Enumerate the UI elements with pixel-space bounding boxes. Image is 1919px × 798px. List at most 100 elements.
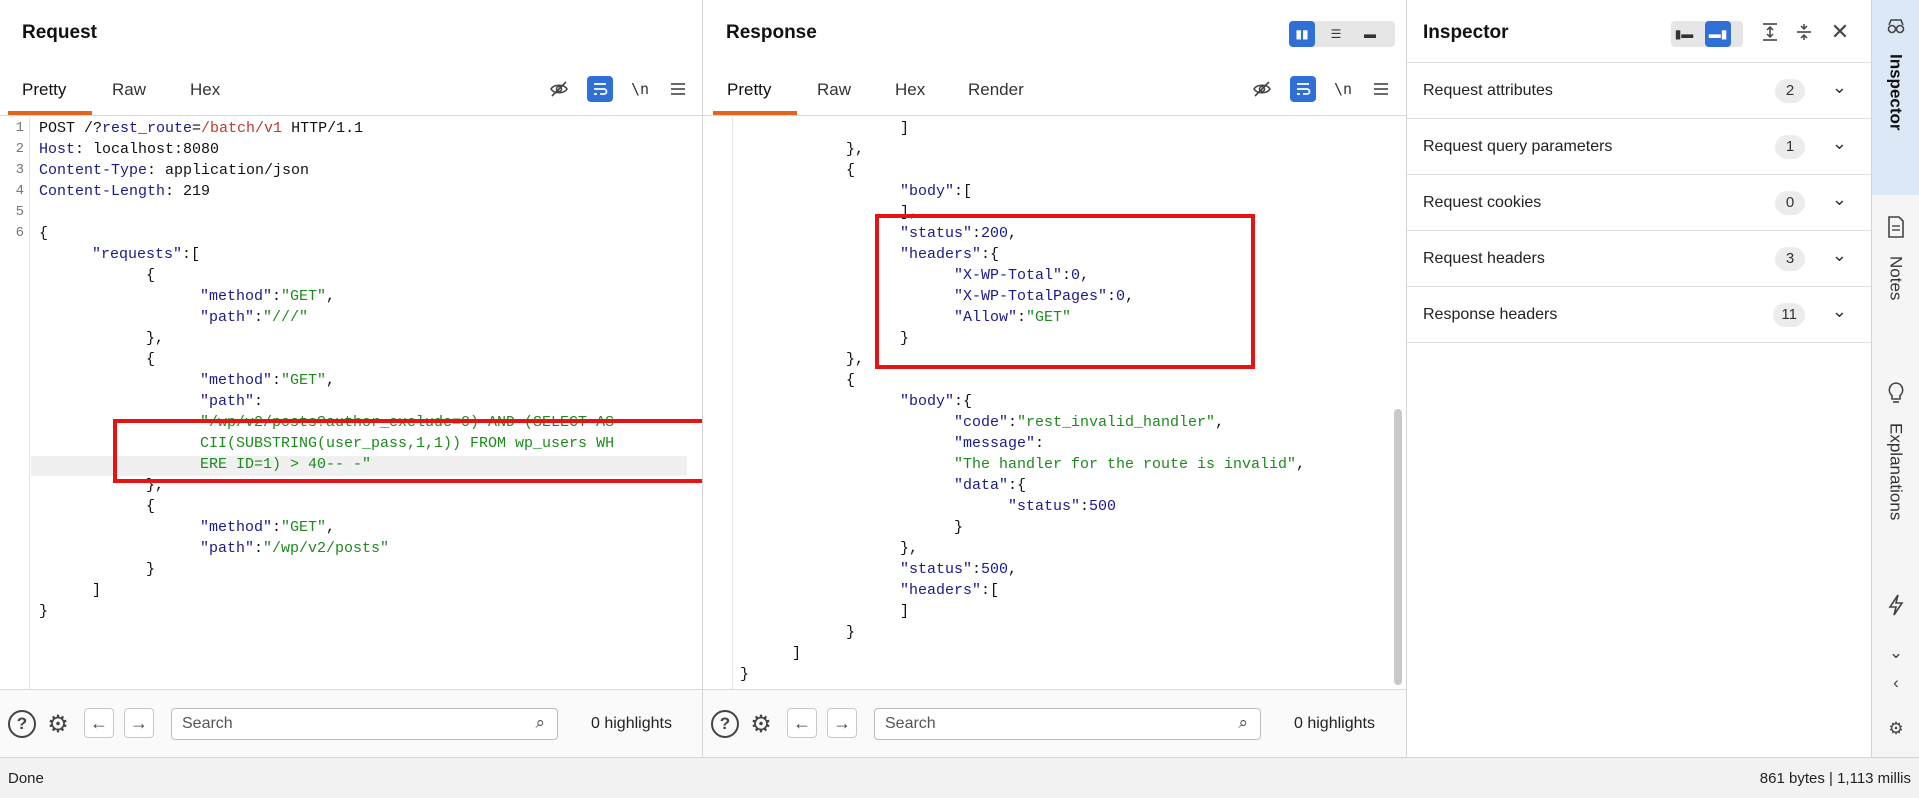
gear-icon[interactable]: ⚙: [750, 710, 772, 738]
inspector-glasses-icon: [1886, 16, 1906, 42]
json-close-brace: }: [39, 603, 49, 620]
help-icon[interactable]: ?: [8, 710, 36, 738]
request-search-input[interactable]: [182, 715, 490, 733]
inspector-row-label: Request headers: [1423, 250, 1545, 267]
search-icon: ⌕: [1238, 713, 1248, 732]
body-line: "body":[: [900, 183, 973, 200]
line-number: 1: [15, 120, 24, 136]
search-icon: ⌕: [535, 713, 545, 732]
request-line-gutter: 1 2 3 4 5 6: [0, 117, 30, 689]
notes-document-icon: [1887, 216, 1905, 244]
response-tab-hex[interactable]: Hex: [895, 80, 926, 99]
request-tab-raw[interactable]: Raw: [112, 80, 147, 99]
chevron-left-icon[interactable]: ‹: [1893, 673, 1899, 692]
chevron-down-icon[interactable]: ⌄: [1831, 133, 1847, 153]
tabs-layout-icon[interactable]: ▬: [1364, 27, 1376, 41]
hide-nonprintable-icon[interactable]: [1249, 76, 1275, 102]
request-editor[interactable]: 1 2 3 4 5 6 POST /?rest_route=/batch/v1 …: [0, 117, 702, 689]
chevron-down-icon[interactable]: ⌄: [1831, 77, 1847, 97]
menu-icon[interactable]: [665, 76, 691, 102]
method-line: "method":"GET",: [200, 372, 336, 389]
request-tab-pretty[interactable]: Pretty: [22, 80, 67, 99]
previous-arrow-icon[interactable]: ←: [84, 708, 114, 738]
inspector-layout-left-icon[interactable]: ▮▬: [1674, 27, 1694, 41]
split-horizontal-layout-icon[interactable]: ▮▮: [1289, 21, 1315, 47]
show-newlines-toggle[interactable]: \n: [630, 80, 650, 98]
response-search-input[interactable]: [885, 715, 1193, 733]
next-arrow-icon[interactable]: →: [827, 708, 857, 738]
response-tab-raw[interactable]: Raw: [817, 80, 852, 99]
chevron-down-icon[interactable]: ⌄: [1831, 189, 1847, 209]
requests-key: "requests":[: [92, 246, 201, 263]
response-scrollbar[interactable]: [1394, 409, 1402, 685]
lightning-icon[interactable]: [1883, 592, 1909, 618]
response-editor[interactable]: ] }, { "body":[ ], "status":200, "header…: [703, 117, 1406, 689]
path-line: "path":: [200, 393, 264, 410]
inspector-row-request-cookies[interactable]: Request cookies 0 ⌄: [1407, 175, 1871, 231]
sqli-payload-line: "/wp/v2/posts?author_exclude=0) AND (SEL…: [200, 414, 615, 431]
inspector-layout-right-icon[interactable]: ▬▮: [1705, 21, 1731, 47]
inspector-row-request-headers[interactable]: Request headers 3 ⌄: [1407, 231, 1871, 287]
inspector-row-label: Request query parameters: [1423, 138, 1613, 155]
inspector-layout-toggle: ▮▬ ▬▮: [1671, 21, 1743, 47]
line-number: 5: [15, 204, 24, 220]
side-tab-inspector[interactable]: Inspector: [1872, 0, 1919, 195]
menu-icon[interactable]: [1368, 76, 1394, 102]
json-brace: {: [846, 372, 856, 389]
annotation-highlight-box: [113, 419, 702, 483]
response-tab-render[interactable]: Render: [968, 80, 1024, 99]
inspector-row-request-attributes[interactable]: Request attributes 2 ⌄: [1407, 63, 1871, 119]
path-line: "path":"/wp/v2/posts": [200, 540, 390, 557]
inspector-row-request-query-parameters[interactable]: Request query parameters 1 ⌄: [1407, 119, 1871, 175]
inspector-row-response-headers[interactable]: Response headers 11 ⌄: [1407, 287, 1871, 343]
headers-line: "headers":[: [900, 582, 1000, 599]
response-active-tab-indicator: [713, 111, 797, 115]
request-tab-hex[interactable]: Hex: [190, 80, 221, 99]
request-search-bar: ? ⚙ ← → ⌕ 0 highlights: [0, 689, 702, 757]
inspector-list: Request attributes 2 ⌄ Request query par…: [1407, 62, 1871, 343]
request-search-field[interactable]: ⌕: [171, 708, 558, 740]
header-x-wp-totalpages: "X-WP-TotalPages":0,: [954, 288, 1135, 305]
json-bracket: ]: [900, 120, 910, 137]
word-wrap-icon[interactable]: [587, 76, 613, 102]
count-badge: 1: [1775, 135, 1805, 159]
json-bracket: ]: [92, 582, 102, 599]
gear-icon[interactable]: ⚙: [47, 710, 69, 738]
chevron-down-icon[interactable]: ⌄: [1831, 301, 1847, 321]
expand-all-icon[interactable]: [1757, 19, 1783, 45]
chevron-down-icon[interactable]: ⌄: [1831, 245, 1847, 265]
status-text: Done: [8, 770, 44, 787]
annotation-highlight-box: [875, 214, 1255, 369]
json-bracket: ]: [792, 645, 802, 662]
next-arrow-icon[interactable]: →: [124, 708, 154, 738]
word-wrap-icon[interactable]: [1290, 76, 1316, 102]
response-tab-pretty[interactable]: Pretty: [727, 80, 772, 99]
chevron-down-icon[interactable]: ⌄: [1888, 643, 1904, 662]
response-search-field[interactable]: ⌕: [874, 708, 1261, 740]
split-vertical-layout-icon[interactable]: ☰: [1330, 27, 1342, 41]
response-search-bar: ? ⚙ ← → ⌕ 0 highlights: [703, 689, 1406, 757]
side-tab-notes[interactable]: Notes: [1872, 200, 1919, 350]
request-highlights-count: 0 highlights: [591, 715, 672, 732]
previous-arrow-icon[interactable]: ←: [787, 708, 817, 738]
layout-toggle-group: ▮▮ ☰ ▬: [1289, 21, 1395, 47]
side-tab-label: Notes: [1886, 256, 1906, 301]
inspector-row-label: Request cookies: [1423, 194, 1542, 211]
header-allow: "Allow":"GET": [954, 309, 1072, 326]
collapse-all-icon[interactable]: [1791, 19, 1817, 45]
side-tab-label: Inspector: [1886, 54, 1906, 131]
json-brace: {: [146, 351, 156, 368]
request-title: Request: [22, 22, 97, 43]
gear-icon[interactable]: ⚙: [1888, 719, 1904, 738]
response-tab-bar: Pretty Raw Hex Render \n: [703, 62, 1406, 116]
count-badge: 3: [1775, 247, 1805, 271]
data-status-line: "status":500: [1008, 498, 1117, 515]
line-number: 6: [15, 225, 24, 241]
close-icon[interactable]: ✕: [1830, 19, 1850, 44]
side-tab-label: Explanations: [1886, 423, 1906, 521]
help-icon[interactable]: ?: [711, 710, 739, 738]
side-tab-explanations[interactable]: Explanations: [1872, 365, 1919, 555]
show-newlines-toggle[interactable]: \n: [1333, 80, 1353, 98]
hide-nonprintable-icon[interactable]: [546, 76, 572, 102]
json-brace: },: [846, 351, 865, 368]
